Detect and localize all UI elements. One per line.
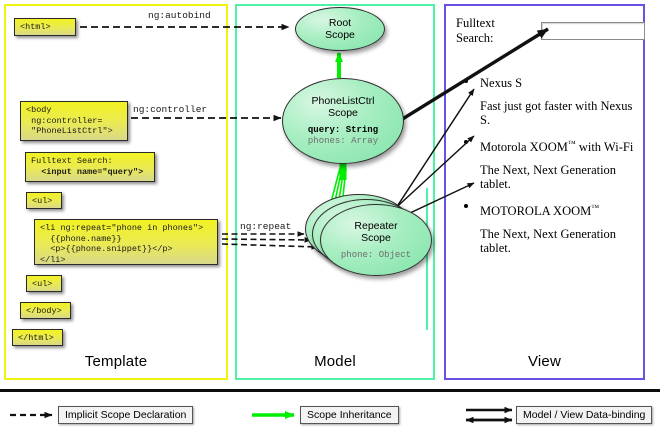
scope-prop-query: query: String	[307, 125, 379, 135]
connector-label-ng-controller: ng:controller	[133, 104, 208, 115]
code-box-ul-close: <ul>	[26, 275, 62, 292]
column-label-template: Template	[84, 353, 148, 370]
legend-label-databinding: Model / View Data-binding	[516, 406, 653, 424]
view-search-row: Fulltext Search:	[456, 16, 645, 46]
code-box-html-open: <html>	[14, 18, 76, 36]
list-item: Motorola XOOM™ with Wi-Fi The Next, Next…	[464, 137, 639, 191]
bullet-icon	[464, 79, 468, 83]
code-box-body-close: </body>	[20, 302, 71, 319]
search-field-plain: Fulltext Search:	[31, 156, 113, 166]
phone-snippet: The Next, Next Generation tablet.	[480, 227, 617, 256]
column-model: Model	[235, 4, 435, 380]
scope-prop-phones: phones: Array	[307, 136, 379, 146]
scope-phonelistctrl: PhoneListCtrl Scope query: String phones…	[282, 78, 404, 164]
list-item: MOTOROLA XOOM™ The Next, Next Generation…	[464, 201, 639, 255]
scope-phonelistctrl-title: PhoneListCtrl Scope	[311, 95, 375, 119]
phone-snippet: Fast just got faster with Nexus S.	[480, 99, 633, 127]
code-box-li-repeat: <li ng:repeat="phone in phones"> {{phone…	[34, 219, 218, 265]
view-search-input[interactable]	[541, 22, 645, 40]
legend-item-implicit-scope-declaration: Implicit Scope Declaration	[58, 406, 194, 424]
scope-repeater: Repeater Scope phone: Object	[320, 204, 432, 276]
legend-item-scope-inheritance: Scope Inheritance	[300, 406, 399, 424]
code-box-search-field: Fulltext Search: <input name="query">	[25, 152, 155, 182]
column-label-model: Model	[314, 353, 356, 370]
connector-label-ng-repeat: ng:repeat	[240, 221, 292, 232]
scope-phonelistctrl-props: query: String phones: Array	[308, 125, 378, 147]
view-search-label: Fulltext Search:	[456, 16, 495, 45]
scope-repeater-title: Repeater Scope	[354, 219, 398, 244]
list-item: Nexus S Fast just got faster with Nexus …	[464, 76, 639, 127]
view-content: Fulltext Search: Nexus S Fast just got f…	[444, 4, 645, 380]
scope-root: Root Scope	[295, 7, 385, 51]
legend-item-model-view-data-binding: Model / View Data-binding	[516, 406, 653, 424]
legend-label-inheritance: Scope Inheritance	[300, 406, 399, 424]
code-box-body-open: <body ng:controller= "PhoneListCtrl">	[20, 101, 128, 141]
column-label-view: View	[527, 353, 562, 370]
search-field-bold: <input name="query">	[41, 166, 144, 177]
phone-name: MOTOROLA XOOM™	[480, 203, 600, 219]
scope-repeater-props: phone: Object	[341, 250, 411, 261]
bullet-icon	[464, 140, 468, 144]
legend-divider	[0, 389, 660, 392]
scope-prop-phone: phone: Object	[340, 249, 412, 260]
connector-label-ng-autobind: ng:autobind	[148, 10, 211, 21]
phone-name: Nexus S	[480, 76, 523, 90]
code-box-html-close: </html>	[12, 329, 63, 346]
phone-snippet: The Next, Next Generation tablet.	[480, 163, 617, 192]
scope-root-title: Root Scope	[325, 17, 355, 41]
legend-label-implicit: Implicit Scope Declaration	[58, 406, 194, 424]
legend: Implicit Scope Declaration Scope Inherit…	[0, 402, 660, 428]
code-box-ul-open: <ul>	[26, 192, 62, 209]
bullet-icon	[464, 204, 468, 209]
phone-name: Motorola XOOM™ with Wi-Fi	[480, 139, 634, 155]
view-phone-list: Nexus S Fast just got faster with Nexus …	[464, 76, 639, 265]
